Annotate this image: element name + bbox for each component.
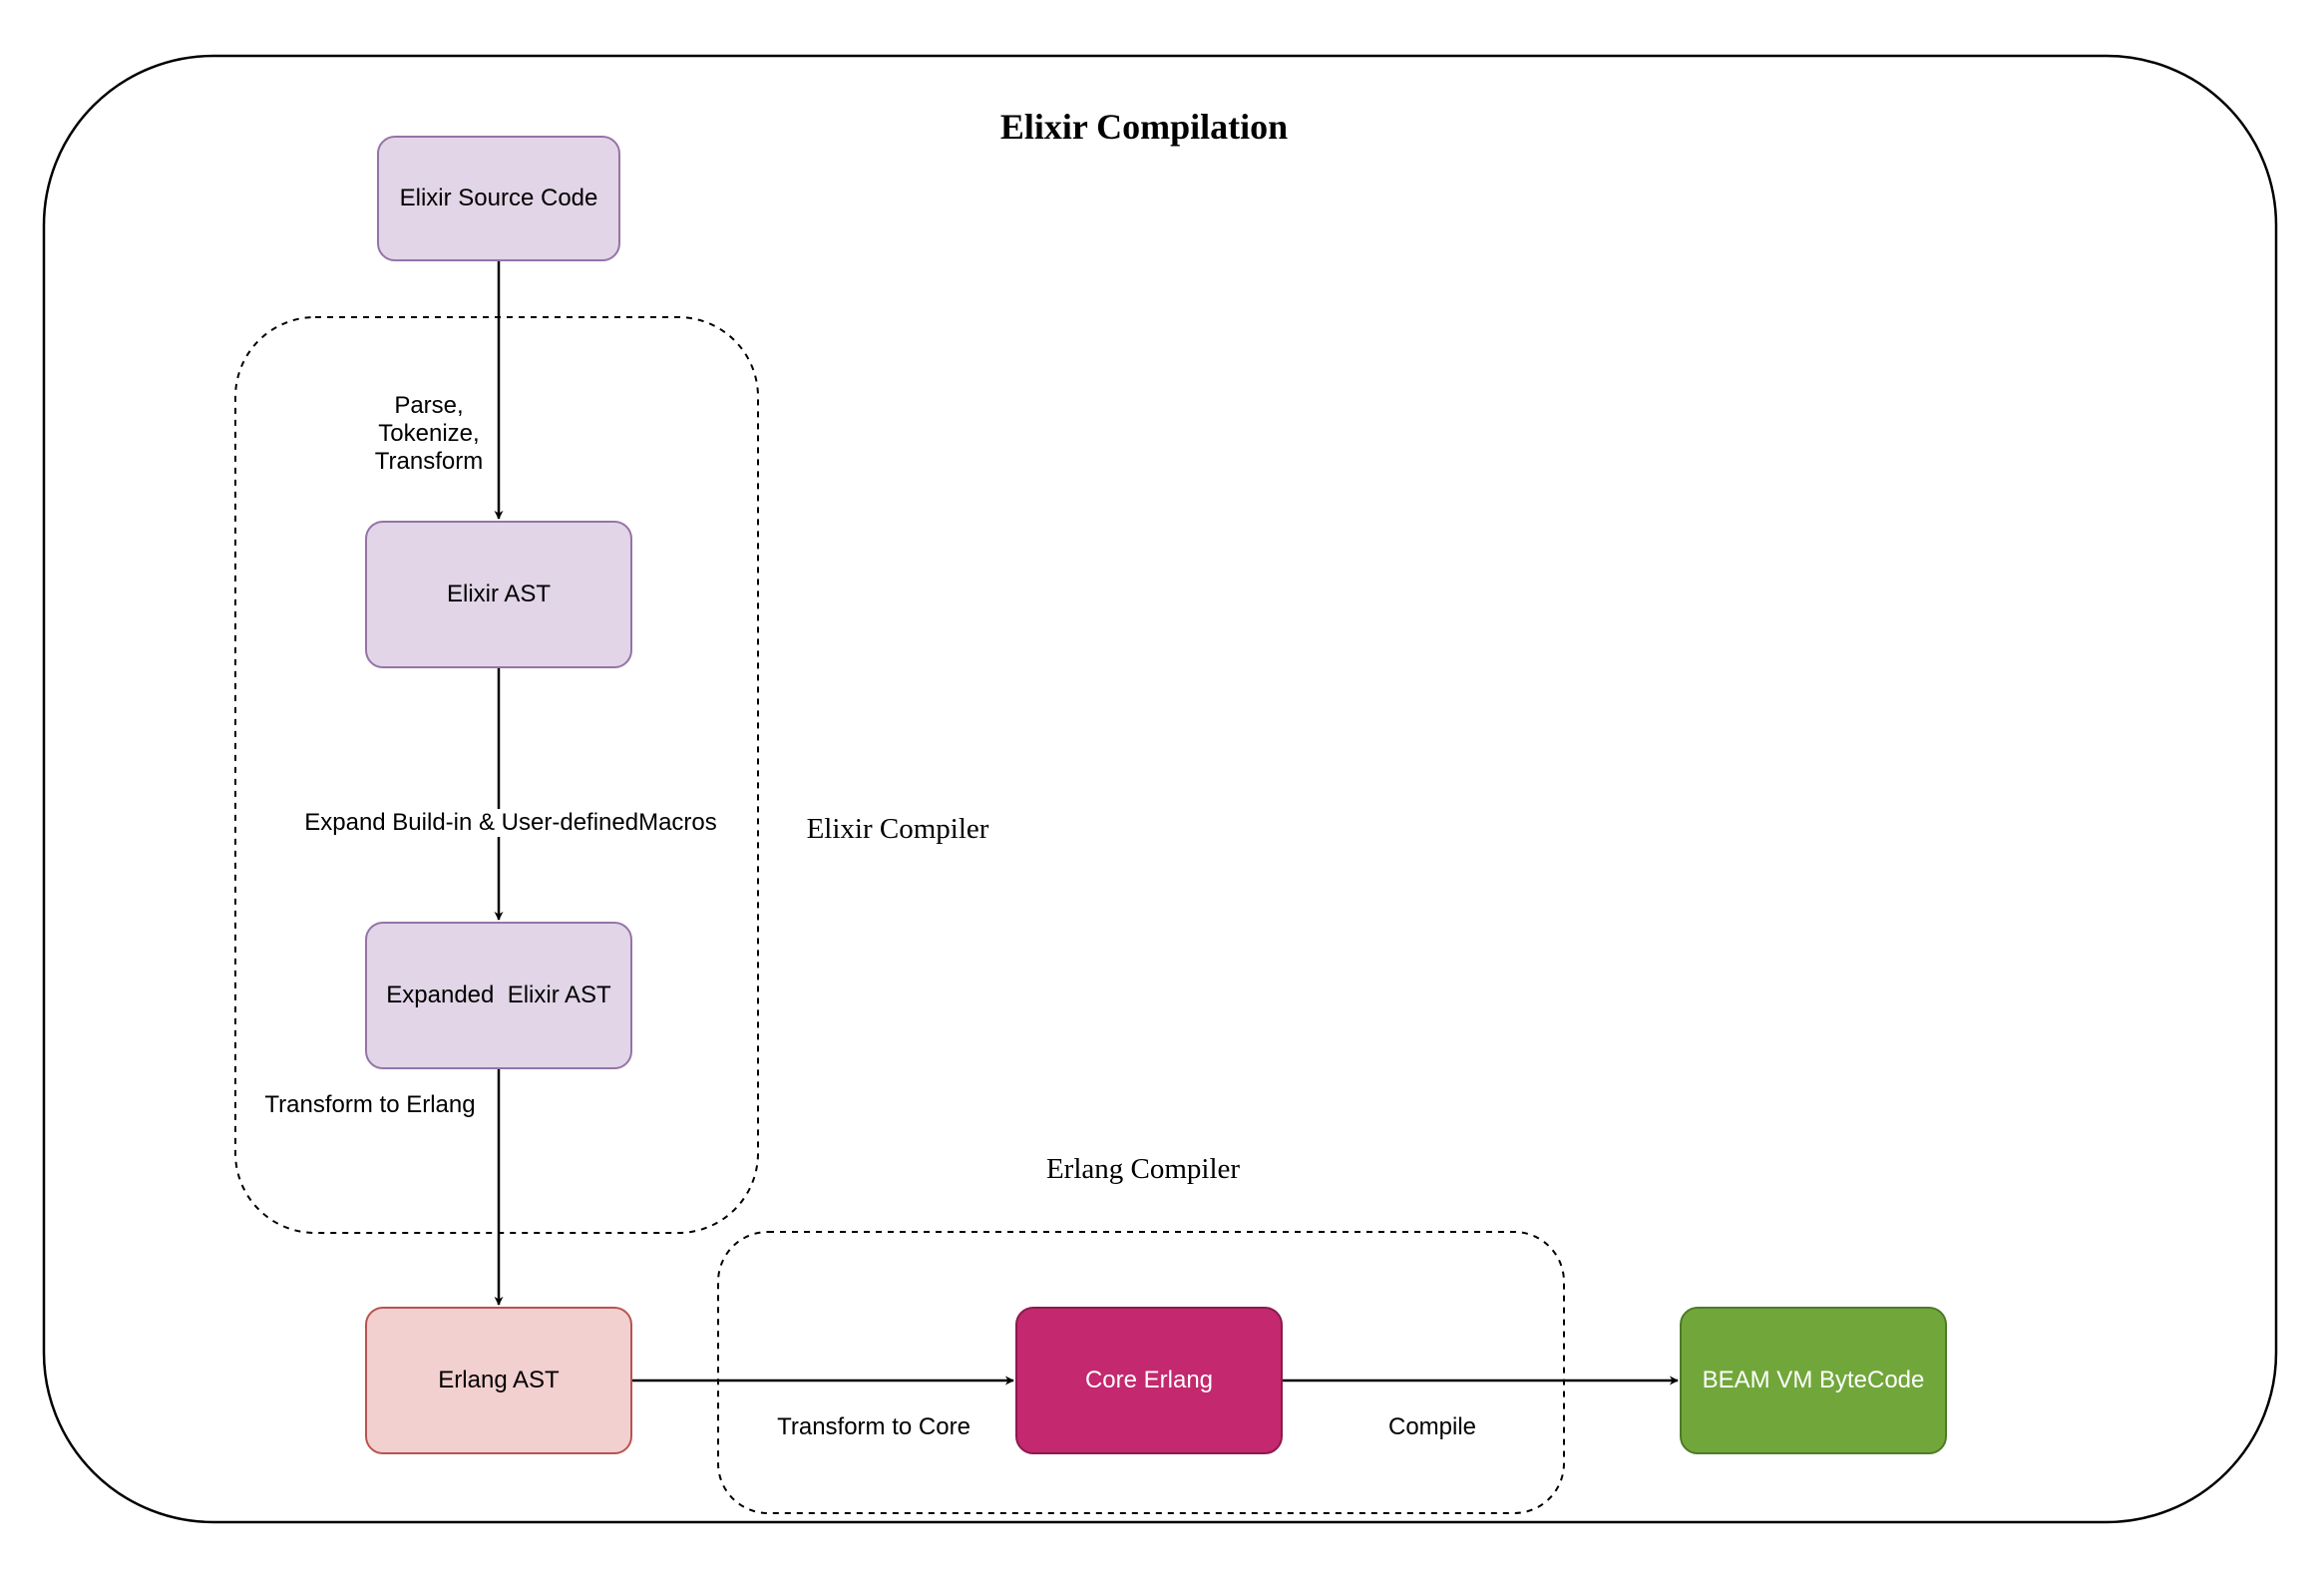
edge-label-to-erlang: Transform to Erlang <box>264 1091 476 1118</box>
edge-label-to-core: Transform to Core <box>777 1413 970 1440</box>
edge-label-compile: Compile <box>1387 1413 1477 1440</box>
node-expanded-elixir-ast[interactable]: Expanded Elixir AST <box>365 922 632 1069</box>
erlang-compiler-label: Erlang Compiler <box>1045 1153 1241 1185</box>
diagram-title: Elixir Compilation <box>999 107 1289 147</box>
outer-container <box>42 54 2278 1524</box>
node-erlang-ast[interactable]: Erlang AST <box>365 1307 632 1454</box>
edge-label-parse: Parse, Tokenize, Transform <box>374 392 484 475</box>
node-elixir-source-code[interactable]: Elixir Source Code <box>377 136 620 261</box>
erlang-compiler-group <box>717 1231 1565 1514</box>
node-beam-vm-bytecode[interactable]: BEAM VM ByteCode <box>1680 1307 1947 1454</box>
node-elixir-ast[interactable]: Elixir AST <box>365 521 632 668</box>
edge-label-expand: Expand Build-in & User-definedMacros <box>304 809 717 837</box>
elixir-compiler-group <box>234 316 759 1234</box>
node-core-erlang[interactable]: Core Erlang <box>1015 1307 1283 1454</box>
elixir-compiler-label: Elixir Compiler <box>806 813 989 845</box>
